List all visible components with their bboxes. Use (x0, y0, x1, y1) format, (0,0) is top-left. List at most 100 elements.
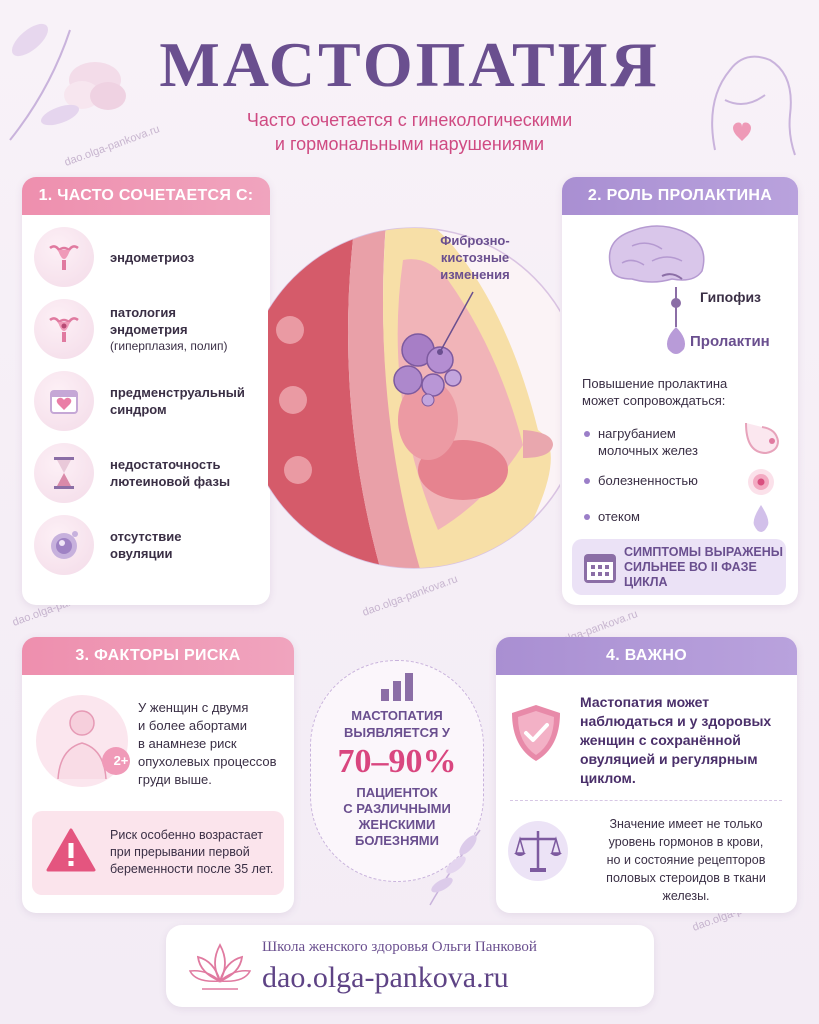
leaf-decoration-icon (429, 829, 481, 906)
section-3-heading: 3. ФАКТОРЫ РИСКА (22, 637, 294, 675)
important-sub-line: половых стероидов в ткани (606, 871, 766, 885)
shield-check-icon (512, 705, 560, 761)
abortion-count-badge: 2+ (113, 753, 129, 768)
bullet-item: болезненностью (584, 472, 698, 489)
intro-line: Повышение пролактина (582, 376, 728, 391)
important-sub-line: Значение имеет не только (609, 817, 763, 831)
pain-target-icon (748, 469, 774, 495)
calendar-icon (584, 554, 616, 583)
subtitle-line: Часто сочетается с гинекологическими (246, 110, 573, 130)
breast-tissue-illustration (268, 227, 560, 569)
important-line: женщин с сохранённой (580, 732, 741, 748)
important-sub-line: железы. (662, 889, 710, 903)
warning-icon (46, 828, 96, 872)
stat-line: ПАЦИЕНТОК (356, 785, 438, 800)
important-line: овуляцией и регулярным (580, 751, 758, 767)
item-text: отсутствие (110, 529, 182, 544)
note-line: СИЛЬНЕЕ ВО II ФАЗЕ (624, 560, 757, 574)
bar-chart-icon (381, 673, 413, 701)
important-sub-text: Значение имеет не только уровень гормоно… (586, 815, 786, 905)
stat-line: С РАЗЛИЧНЫМИ (343, 801, 451, 816)
droplet-icon (753, 505, 769, 532)
risk-line: У женщин с двумя (138, 700, 249, 715)
subtitle-line: и гормональными нарушениями (274, 134, 545, 154)
uterus-icon (34, 227, 94, 287)
bullet-text: молочных желез (598, 443, 698, 458)
list-item: эндометриоз (34, 225, 274, 289)
label-line: изменения (440, 267, 510, 282)
list-item: отсутствие овуляции (34, 513, 274, 577)
item-text: лютеиновой фазы (110, 474, 231, 489)
risk-line: груди выше. (138, 772, 212, 787)
footer-site-link[interactable]: dao.olga-pankova.ru (262, 961, 509, 994)
important-sub-line: но и состояние рецепторов (606, 853, 766, 867)
bullet-item: отеком (584, 508, 640, 525)
woman-silhouette-icon (711, 55, 796, 156)
pituitary-label: Гипофиз (700, 289, 762, 305)
note-text: СИМПТОМЫ ВЫРАЖЕНЫ СИЛЬНЕЕ ВО II ФАЗЕ ЦИК… (624, 545, 783, 590)
warning-line: беременности после 35 лет. (110, 862, 274, 876)
stat-text-top: МАСТОПАТИЯ ВЫЯВЛЯЕТСЯ У (311, 707, 483, 741)
item-text: предменструальный (110, 385, 245, 400)
label-line: Фиброзно- (440, 233, 510, 248)
cyst-cluster-icon (393, 333, 462, 407)
footer: Школа женского здоровья Ольги Панковой d… (166, 925, 654, 1007)
note-line: ЦИКЛА (624, 575, 668, 589)
divider (510, 800, 782, 801)
bullet-text: нагрубанием (598, 426, 676, 441)
section-3-card: 3. ФАКТОРЫ РИСКА 2+ У женщин с двумя и б… (22, 637, 294, 913)
section-1-card: 1. ЧАСТО СОЧЕТАЕТСЯ С: эндометриоз патол… (22, 177, 270, 605)
important-line: наблюдаться и у здоровых (580, 713, 772, 729)
list-item: патология эндометрия (гиперплазия, полип… (34, 297, 274, 361)
item-text: эндометрия (110, 321, 188, 337)
important-sub-line: уровень гормонов в крови, (608, 835, 764, 849)
item-note: (гиперплазия, полип) (110, 338, 228, 353)
ovum-icon (34, 515, 94, 575)
stat-text-bottom: ПАЦИЕНТОК С РАЗЛИЧНЫМИ ЖЕНСКИМИ БОЛЕЗНЯМ… (311, 785, 483, 849)
uterus-icon (34, 299, 94, 359)
hourglass-icon (34, 443, 94, 503)
section-4-heading: 4. ВАЖНО (496, 637, 797, 675)
stat-badge: МАСТОПАТИЯ ВЫЯВЛЯЕТСЯ У 70–90% ПАЦИЕНТОК… (310, 660, 484, 882)
calendar-heart-icon (34, 371, 94, 431)
important-line: Мастопатия может (580, 694, 710, 710)
section-4-card: 4. ВАЖНО Мастопатия может наблюдаться и … (496, 637, 797, 913)
item-text: эндометриоз (110, 249, 195, 265)
label-line: кистозные (440, 250, 510, 265)
section-2-card: 2. РОЛЬ ПРОЛАКТИНА Гипофиз Пролактин Пов… (562, 177, 798, 605)
intro-line: может сопровождаться: (582, 393, 726, 408)
page-subtitle: Часто сочетается с гинекологическими и г… (0, 108, 819, 156)
stat-line: ЖЕНСКИМИ (358, 817, 436, 832)
scales-icon (508, 821, 568, 881)
flower-decoration-icon (9, 23, 126, 141)
bullet-text: отеком (598, 509, 640, 524)
item-text: синдром (110, 402, 167, 417)
bullet-text: болезненностью (598, 473, 698, 488)
risk-text: У женщин с двумя и более абортами в анам… (138, 699, 277, 789)
fibrocystic-label: Фиброзно- кистозные изменения (420, 232, 530, 283)
item-text: недостаточность (110, 457, 221, 472)
bullet-dot-icon (584, 478, 590, 484)
list-item: недостаточность лютеиновой фазы (34, 441, 274, 505)
section-1-heading: 1. ЧАСТО СОЧЕТАЕТСЯ С: (22, 177, 270, 215)
risk-line: в анамнезе риск (138, 736, 237, 751)
list-item: предменструальный синдром (34, 369, 274, 433)
bullet-dot-icon (584, 514, 590, 520)
warning-box: Риск особенно возрастает при прерывании … (32, 811, 284, 895)
woman-figure-icon (36, 695, 130, 787)
stat-line: ВЫЯВЛЯЕТСЯ У (343, 725, 451, 740)
prolactin-intro: Повышение пролактина может сопровождатьс… (582, 375, 727, 409)
item-text: овуляции (110, 546, 173, 561)
footer-school: Школа женского здоровья Ольги Панковой (262, 939, 537, 955)
stat-value: 70–90% (337, 743, 457, 780)
warning-line: при прерывании первой (110, 845, 250, 859)
bullet-item: нагрубанием молочных желез (584, 425, 698, 459)
breast-icon (745, 422, 780, 455)
pituitary-icon (667, 287, 685, 354)
prolactin-label: Пролактин (690, 333, 770, 350)
stat-line: МАСТОПАТИЯ (351, 708, 443, 723)
important-line: циклом. (580, 770, 636, 786)
item-text: патология (110, 304, 176, 320)
important-main-text: Мастопатия может наблюдаться и у здоровы… (580, 693, 771, 788)
page-title: МАСТОПАТИЯ (159, 29, 660, 100)
